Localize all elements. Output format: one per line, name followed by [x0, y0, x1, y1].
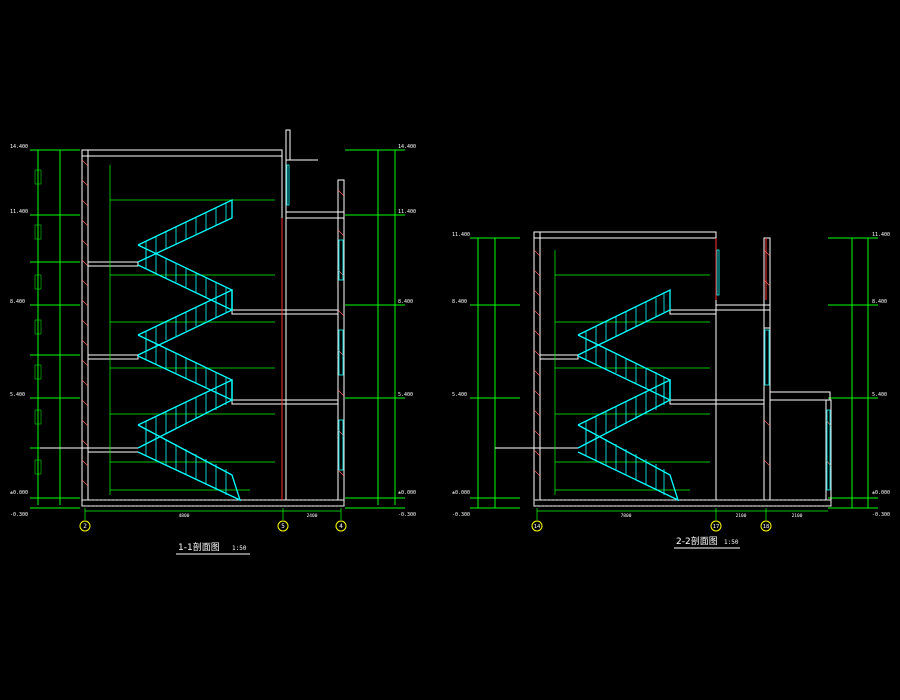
axis-spacing-label: 7800	[621, 513, 632, 519]
right-elevation-labels: 14.400 11.400 8.400 5.400 ±0.000 -0.300	[398, 144, 416, 518]
axis-bubbles: 14 17 18 7800 2100 2100	[531, 513, 803, 532]
elevation-label: ±0.000	[452, 490, 470, 496]
axis-label: 4	[339, 523, 343, 530]
elevation-label: -0.300	[398, 512, 416, 518]
building-walls	[533, 231, 832, 507]
left-dimension-ticks	[34, 169, 42, 475]
axis-label: 5	[281, 523, 285, 530]
axis-label: 17	[713, 524, 720, 530]
stair-flights	[137, 198, 242, 502]
axis-label: 18	[763, 524, 770, 530]
axis-bubbles: 2 5 4 4800 2400	[79, 513, 347, 532]
elevation-label: 14.400	[398, 144, 416, 150]
right-elevation-labels: 11.400 8.400 5.400 ±0.000 -0.300	[872, 232, 890, 518]
elevation-label: 11.400	[398, 209, 416, 215]
section-scale: 1:50	[724, 539, 739, 546]
window-openings	[286, 164, 344, 471]
elevation-label: -0.300	[872, 512, 890, 518]
stair-flights	[577, 288, 680, 502]
axis-spacing-label: 2400	[307, 513, 318, 519]
axis-label: 14	[534, 524, 541, 530]
left-dimension-chain	[470, 237, 520, 509]
elevation-label: ±0.000	[10, 490, 28, 496]
elevation-label: 8.400	[10, 299, 25, 305]
window-openings	[716, 249, 831, 491]
elevation-label: 11.400	[10, 209, 28, 215]
interior-dimensions	[109, 165, 275, 495]
section-title: 1-1剖面图	[178, 541, 220, 553]
section-title: 2-2剖面图	[676, 535, 718, 547]
wall-hatch	[533, 249, 832, 477]
section-scale: 1:50	[232, 545, 247, 552]
elevation-label: -0.300	[10, 512, 28, 518]
ground-hatch	[81, 499, 345, 507]
left-dimension-chain	[30, 149, 80, 509]
left-elevation-labels: 14.400 11.400 8.400 5.400 ±0.000 -0.300	[10, 144, 28, 518]
axis-spacing-label: 4800	[179, 513, 190, 519]
section-1-1: 14.400 11.400 8.400 5.400 ±0.000 -0.300 …	[10, 129, 416, 555]
floor-slabs	[40, 261, 339, 453]
axis-spacing-label: 2100	[736, 513, 747, 519]
building-walls	[81, 129, 345, 507]
floor-slabs	[495, 309, 765, 449]
elevation-label: 8.400	[452, 299, 467, 305]
interior-dimensions	[554, 250, 710, 495]
section-2-2: 11.400 8.400 5.400 ±0.000 -0.300 11.400 …	[452, 231, 890, 549]
elevation-label: 5.400	[398, 392, 413, 398]
stair-balusters	[585, 293, 665, 495]
elevation-label: 5.400	[452, 392, 467, 398]
elevation-label: 14.400	[10, 144, 28, 150]
wall-hatch	[81, 159, 345, 487]
stair-balusters	[145, 203, 227, 495]
elevation-label: 8.400	[398, 299, 413, 305]
elevation-label: -0.300	[452, 512, 470, 518]
right-dimension-chain	[828, 237, 878, 509]
elevation-label: 8.400	[872, 299, 887, 305]
ground-hatch	[533, 499, 832, 507]
elevation-label: ±0.000	[398, 490, 416, 496]
axis-label: 2	[83, 523, 87, 530]
axis-grid-lines	[536, 508, 828, 520]
left-elevation-labels: 11.400 8.400 5.400 ±0.000 -0.300	[452, 232, 470, 518]
axis-grid-lines	[84, 508, 342, 520]
elevation-label: 5.400	[10, 392, 25, 398]
elevation-label: 5.400	[872, 392, 887, 398]
right-dimension-chain	[345, 149, 405, 509]
elevation-label: ±0.000	[872, 490, 890, 496]
elevation-label: 11.400	[452, 232, 470, 238]
elevation-label: 11.400	[872, 232, 890, 238]
axis-spacing-label: 2100	[792, 513, 803, 519]
